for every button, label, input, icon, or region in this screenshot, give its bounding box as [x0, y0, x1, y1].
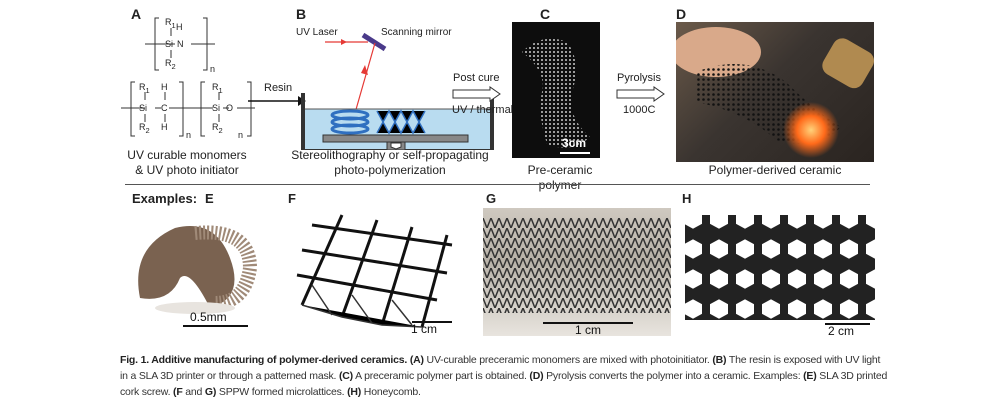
post-cure-arrow: [452, 86, 501, 102]
figure-caption: Fig. 1. Additive manufacturing of polyme…: [120, 352, 890, 400]
scale-bar-g: [543, 322, 633, 324]
pyrolysis-label: Pyrolysis: [617, 72, 662, 84]
caption-title: Fig. 1. Additive manufacturing of polyme…: [120, 354, 408, 366]
c-atom-label: C: [161, 103, 168, 113]
r2-label: R2: [212, 122, 223, 135]
post-cure-label: Post cure: [453, 72, 500, 84]
caption-tag: (H): [347, 386, 362, 398]
caption-tag: G): [204, 386, 217, 398]
h-label: H: [176, 22, 183, 32]
scale-label-c: 3cm: [562, 136, 587, 150]
caption-tag: (E): [803, 370, 817, 382]
panel-d-caption: Polymer-derived ceramic: [708, 163, 842, 177]
panel-label-d: D: [676, 6, 687, 22]
panel-a-caption: UV curable monomers & UV photo initiator: [112, 148, 262, 178]
n-subscript: n: [186, 130, 192, 140]
caption-text: Honeycomb.: [361, 386, 421, 398]
caption-text: A preceramic polymer part is obtained.: [352, 370, 530, 382]
caption-text: SLA 3D printed cork screw.: [120, 370, 888, 398]
caption-text: and: [182, 386, 205, 398]
caption-tag: (D): [529, 370, 544, 382]
panel-label-b: B: [296, 6, 307, 22]
caption-line: & UV photo initiator: [135, 163, 239, 177]
resin-label: Resin: [264, 82, 293, 94]
caption-line: photo-polymerization: [334, 163, 446, 177]
scale-bar-f: [412, 321, 452, 323]
si-label: Si: [165, 39, 174, 49]
scale-bar-c: [560, 152, 590, 154]
r-text: R: [212, 122, 219, 132]
si-label: Si: [212, 103, 221, 113]
panel-label-g: G: [486, 191, 497, 206]
pyrolysis-arrow: [616, 86, 665, 102]
honeycomb-photo: [680, 205, 880, 335]
scale-label-e: 0.5mm: [190, 310, 227, 324]
n-subscript: n: [238, 130, 244, 140]
examples-label: Examples:: [132, 191, 198, 206]
divider: [125, 184, 870, 185]
r-text: R: [139, 122, 146, 132]
sla-diagram: [301, 32, 494, 150]
sub-text: 1: [171, 20, 176, 30]
r1-label: R1: [139, 82, 150, 95]
r-text: R: [165, 17, 172, 27]
microlattice-f-photo: [282, 205, 462, 335]
chemical-structures: [121, 17, 255, 137]
sub-text: 2: [171, 61, 176, 71]
n-subscript: n: [210, 64, 216, 74]
panel-label-e: E: [205, 191, 214, 206]
r-text: R: [165, 58, 172, 68]
n-atom-label: N: [177, 39, 184, 49]
r-text: R: [212, 82, 219, 92]
uv-laser-label: UV Laser: [296, 27, 338, 38]
scale-bar-h: [825, 323, 870, 325]
scale-label-g: 1 cm: [575, 323, 602, 337]
panel-label-a: A: [131, 6, 142, 22]
sub-text: 1: [145, 85, 150, 95]
caption-tag: (C): [339, 370, 353, 382]
caption-tag: (A): [409, 354, 424, 366]
sub-text: 2: [218, 125, 223, 135]
scanning-mirror-label: Scanning mirror: [381, 27, 452, 38]
sub-text: 1: [218, 85, 223, 95]
scale-label-h: 2 cm: [828, 324, 855, 338]
r2-label: R2: [139, 122, 150, 135]
panel-b-caption: Stereolithography or self-propagating ph…: [270, 148, 510, 178]
cork-screw-photo: [120, 208, 270, 318]
scale-label-f: 1 cm: [411, 322, 438, 336]
r2-label: R2: [165, 58, 176, 71]
panel-label-c: C: [540, 6, 551, 22]
caption-line: UV curable monomers: [127, 148, 247, 162]
caption-text: UV-curable preceramic monomers are mixed…: [423, 354, 713, 366]
sub-text: 2: [145, 125, 150, 135]
r1-label: R1: [165, 17, 176, 30]
scanning-mirror: [361, 32, 387, 52]
polymer-derived-ceramic-photo: [676, 22, 874, 162]
panel-label-h: H: [682, 191, 692, 206]
si-label: Si: [139, 103, 148, 113]
r-text: R: [139, 82, 146, 92]
caption-text: SPPW formed microlattices.: [216, 386, 348, 398]
caption-tag: (B): [712, 354, 727, 366]
h-label: H: [161, 122, 168, 132]
h-label: H: [161, 82, 168, 92]
scale-bar-e: [183, 325, 248, 327]
caption-text: The resin is exposed with UV light in a …: [120, 354, 881, 382]
r1-label: R1: [212, 82, 223, 95]
caption-tag: (F: [173, 386, 183, 398]
uv-thermal-label: UV / thermal: [452, 104, 514, 116]
panel-label-f: F: [288, 191, 296, 206]
o-atom-label: O: [226, 103, 234, 113]
microlattice-g-photo: [483, 208, 671, 336]
preceramic-polymer-photo: [512, 22, 600, 158]
panel-c-caption: Pre-ceramic polymer: [527, 163, 593, 192]
caption-text: Pyrolysis converts the polymer into a ce…: [543, 370, 804, 382]
caption-line: Stereolithography or self-propagating: [291, 148, 489, 162]
temperature-label: 1000C: [623, 104, 656, 116]
